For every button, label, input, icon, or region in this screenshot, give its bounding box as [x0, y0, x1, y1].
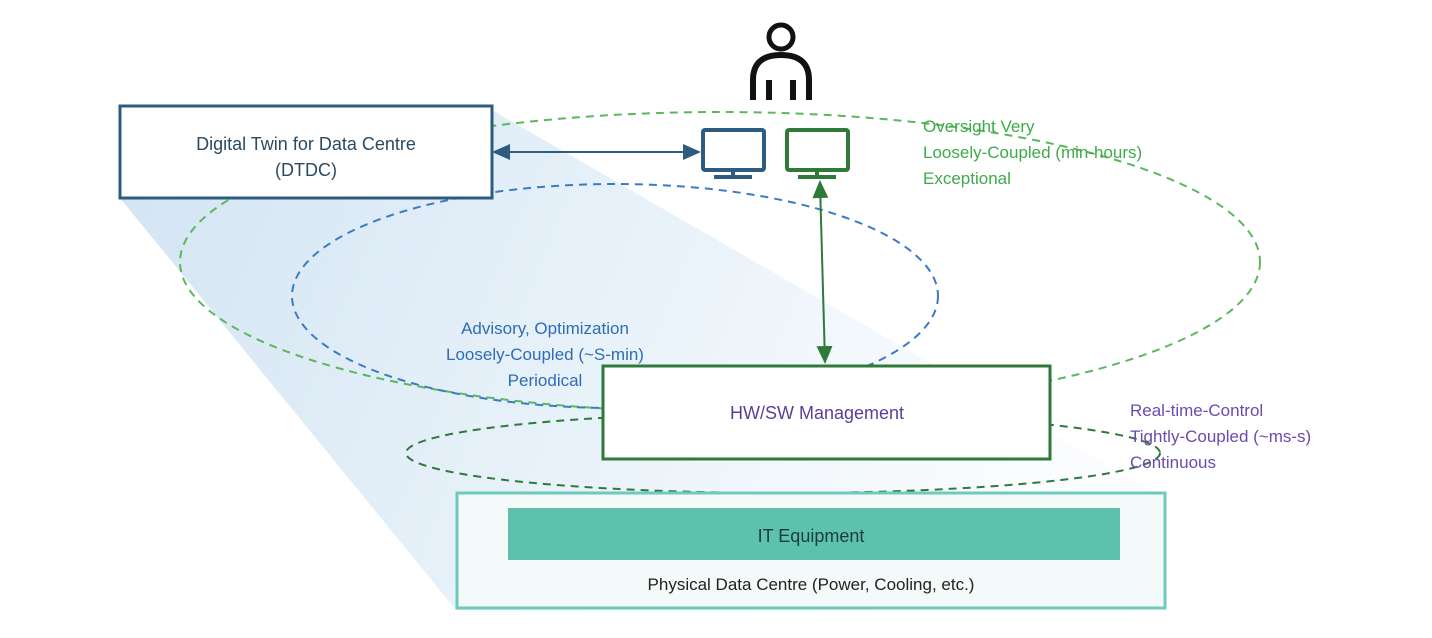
hw-sw-management-box: [601, 364, 1052, 461]
realtime-label-line2: Tightly-Coupled (~ms-s): [1130, 427, 1311, 446]
it-equipment-bar: [508, 508, 1120, 560]
oversight-label-line3: Exceptional: [923, 169, 1011, 188]
advisory-label-line2: Loosely-Coupled (~S-min): [446, 345, 644, 364]
advisory-label-line1: Advisory, Optimization: [461, 319, 629, 338]
digital-twin-acronym: (DTDC): [275, 160, 337, 180]
realtime-label-line1: Real-time-Control: [1130, 401, 1263, 420]
oversight-loop-ellipse: [179, 111, 1261, 413]
dtdc-monitor-icon: [701, 128, 766, 179]
oversight-label-line2: Loosely-Coupled (min-hours): [923, 143, 1142, 162]
advisory-label-line3: Periodical: [508, 371, 583, 390]
management-monitor-icon: [785, 128, 850, 179]
hw-sw-management-label: HW/SW Management: [730, 403, 904, 423]
digital-twin-projection-cone: [120, 110, 1150, 610]
realtime-label-line3: Continuous: [1130, 453, 1216, 472]
monitor-to-management-arrow: [812, 180, 833, 364]
digital-twin-box: [118, 104, 494, 200]
it-equipment-label: IT Equipment: [758, 526, 865, 546]
digital-twin-title: Digital Twin for Data Centre: [196, 134, 416, 154]
advisory-loop-ellipse: [291, 183, 939, 409]
oversight-label-line1: Oversight Very: [923, 117, 1035, 136]
physical-data-centre-label: Physical Data Centre (Power, Cooling, et…: [648, 575, 975, 594]
person-icon: [750, 22, 812, 100]
